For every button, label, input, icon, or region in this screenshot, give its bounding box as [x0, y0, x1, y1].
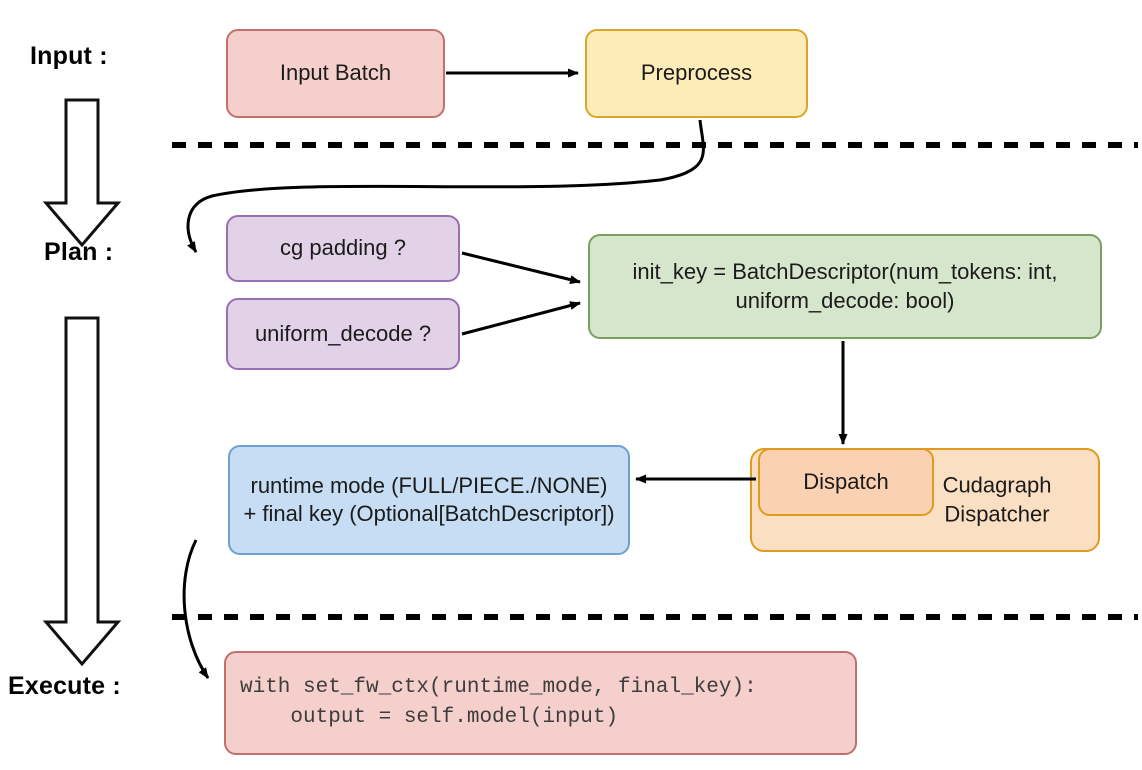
stage-block-arrow-plan-execute	[42, 316, 122, 667]
node-runtime-mode-line2: + final key (Optional[BatchDescriptor])	[243, 501, 615, 526]
node-execute-code-line2: output = self.model(input)	[240, 706, 619, 729]
connector-uniform-decode-to-init-key	[461, 301, 581, 336]
node-init-key: init_key = BatchDescriptor(num_tokens: i…	[588, 234, 1102, 339]
node-execute-code: with set_fw_ctx(runtime_mode, final_key)…	[224, 651, 857, 755]
node-cg-padding: cg padding ?	[226, 215, 460, 282]
connector-cg-padding-to-init-key	[461, 251, 581, 284]
node-init-key-line2: uniform_decode: bool)	[735, 287, 955, 313]
node-runtime-mode: runtime mode (FULL/PIECE./NONE) + final …	[228, 445, 630, 555]
stage-label-input: Input :	[30, 42, 108, 70]
node-execute-code-line1: with set_fw_ctx(runtime_mode, final_key)…	[240, 675, 757, 699]
node-cudagraph-dispatcher-line2: Dispatcher	[944, 501, 1050, 526]
node-cudagraph-dispatcher-title: Cudagraph Dispatcher	[922, 471, 1072, 528]
node-uniform-decode: uniform_decode ?	[226, 298, 460, 370]
node-preprocess: Preprocess	[585, 29, 808, 118]
node-dispatch: Dispatch	[758, 448, 934, 516]
node-init-key-line1: init_key = BatchDescriptor(num_tokens: i…	[632, 259, 1058, 285]
node-input-batch: Input Batch	[226, 29, 445, 118]
connector-runtime-mode-to-execute-code	[182, 539, 210, 679]
node-runtime-mode-line1: runtime mode (FULL/PIECE./NONE)	[250, 472, 608, 498]
stage-label-plan: Plan :	[44, 238, 114, 266]
node-cudagraph-dispatcher-line1: Cudagraph	[942, 472, 1052, 498]
stage-block-arrow-input-plan	[42, 98, 122, 248]
stage-label-execute: Execute :	[8, 672, 121, 700]
